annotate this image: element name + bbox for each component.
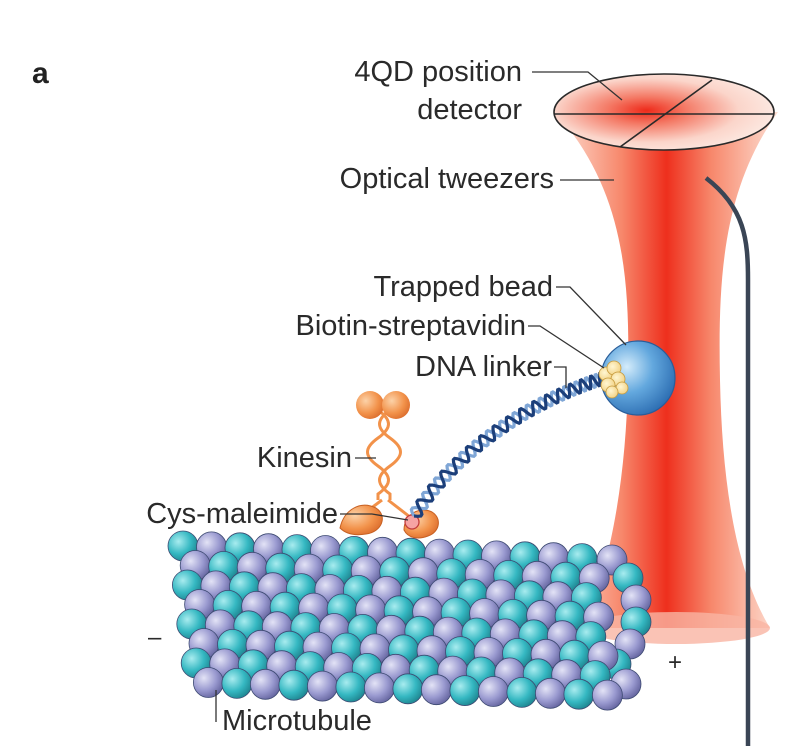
label-kinesin: Kinesin — [257, 442, 352, 474]
microtubule — [167, 530, 652, 711]
kinesin-motor — [339, 391, 439, 539]
tubulin-subunit — [306, 670, 338, 702]
tubulin-subunit — [221, 668, 253, 699]
kinesin-tail-left — [356, 391, 384, 419]
tubulin-subunit — [392, 673, 424, 705]
dna-linker — [409, 371, 606, 518]
label-cys-maleimide: Cys-maleimide — [146, 498, 338, 530]
tubulin-subunit — [335, 671, 367, 703]
dna-strand-back — [409, 372, 606, 517]
tubulin-subunit — [563, 678, 595, 710]
kinesin-tail-right — [382, 391, 410, 419]
tubulin-subunit — [535, 677, 566, 709]
tubulin-subunit — [192, 667, 224, 698]
biotin-streptavidin-cluster — [598, 360, 629, 399]
tubulin-subunit — [249, 668, 281, 700]
label-optical-tweezers: Optical tweezers — [340, 163, 554, 195]
minus-end-marker: – — [148, 624, 162, 651]
tubulin-subunit — [477, 676, 509, 707]
kinesin-head-left — [339, 504, 383, 536]
label-microtubule: Microtubule — [222, 705, 372, 737]
label-detector-line1: 4QD position — [354, 56, 522, 88]
detector-leader — [532, 71, 623, 101]
feedback-cable — [704, 176, 751, 746]
dna-leader — [554, 366, 567, 388]
tubulin-subunit — [449, 675, 481, 706]
cys-leader — [340, 513, 409, 521]
tubulin-subunit — [592, 679, 623, 711]
dna-strand-front — [413, 371, 606, 518]
label-detector-line2: detector — [417, 94, 522, 126]
plus-end-marker: + — [668, 649, 682, 676]
label-biotin-streptavidin: Biotin-streptavidin — [296, 310, 527, 342]
tubulin-subunit — [363, 672, 395, 704]
label-trapped-bead: Trapped bead — [373, 271, 553, 303]
biotin-leader — [528, 325, 605, 369]
tubulin-subunit — [420, 674, 452, 706]
detector-disc — [553, 73, 775, 151]
tubulin-subunit — [278, 669, 310, 701]
label-dna-linker: DNA linker — [415, 351, 552, 383]
panel-label: a — [32, 57, 49, 90]
tubulin-subunit — [506, 677, 538, 708]
bead-leader — [556, 286, 627, 346]
